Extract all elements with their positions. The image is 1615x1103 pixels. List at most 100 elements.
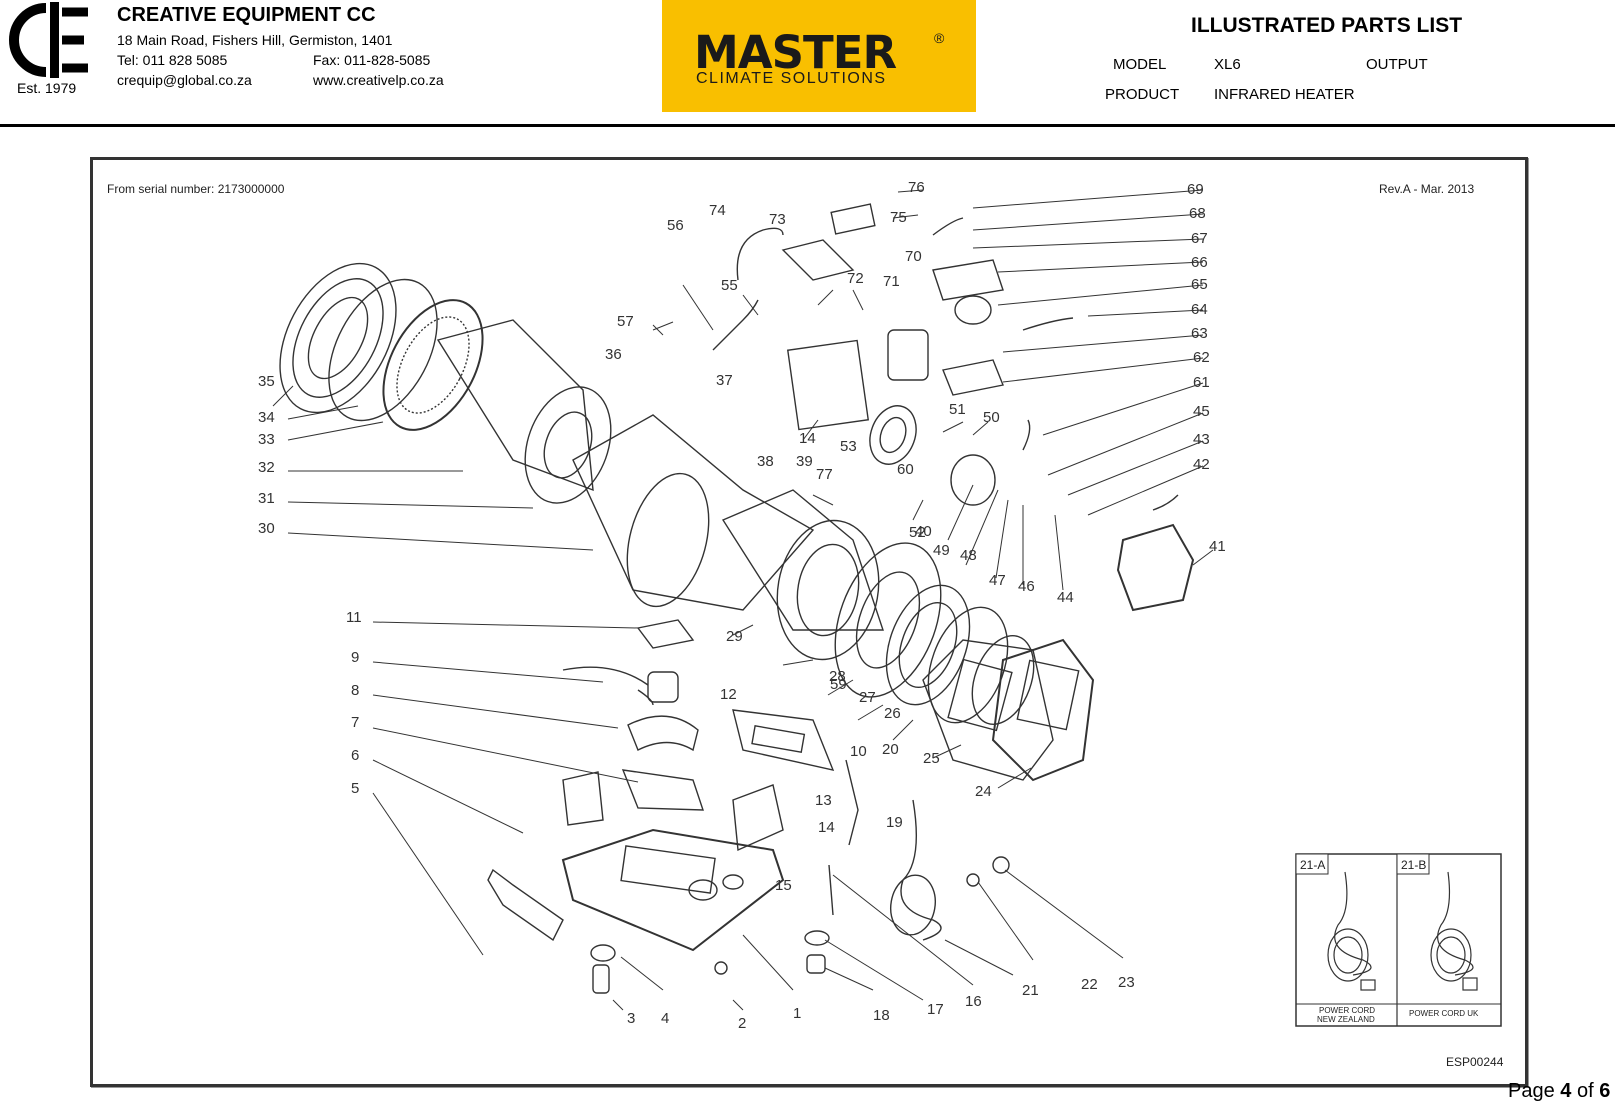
company-email: crequip@global.co.za — [117, 72, 252, 88]
part-number-22: 22 — [1081, 976, 1098, 993]
part-number-19: 19 — [886, 814, 903, 831]
page-total: 6 — [1599, 1080, 1611, 1102]
ce-logo — [9, 2, 88, 78]
part-number-31: 31 — [258, 490, 275, 507]
part-number-62: 62 — [1193, 349, 1210, 366]
part-number-27: 27 — [859, 689, 876, 706]
leader-lines — [272, 189, 1214, 1011]
master-brand-logo: MASTER ® CLIMATE SOLUTIONS — [662, 0, 976, 112]
part-number-46: 46 — [1018, 578, 1035, 595]
part-number-45: 45 — [1193, 403, 1210, 420]
inset-caption-a1: POWER CORD — [1319, 1006, 1375, 1015]
part-number-48: 48 — [960, 547, 977, 564]
part-number-43: 43 — [1193, 431, 1210, 448]
inset-label-21a: 21-A — [1300, 858, 1325, 872]
part-number-41: 41 — [1209, 538, 1226, 555]
part-number-36: 36 — [605, 346, 622, 363]
inset-caption-a2: NEW ZEALAND — [1317, 1015, 1375, 1024]
part-number-20: 20 — [882, 741, 899, 758]
drawing-code: ESP00244 — [1446, 1055, 1504, 1069]
part-number-14: 14 — [799, 430, 816, 447]
part-number-5: 5 — [351, 780, 359, 797]
product-value: INFRARED HEATER — [1214, 86, 1355, 103]
heater-parts-illustration — [279, 203, 1195, 994]
company-website: www.creativelp.co.za — [313, 72, 444, 88]
part-number-44: 44 — [1057, 589, 1074, 606]
part-number-60: 60 — [897, 461, 914, 478]
part-number-68: 68 — [1189, 205, 1206, 222]
part-number-18: 18 — [873, 1007, 890, 1024]
part-number-71: 71 — [883, 273, 900, 290]
output-label: OUTPUT — [1366, 56, 1428, 73]
page-of: of — [1571, 1080, 1600, 1102]
part-number-8: 8 — [351, 682, 359, 699]
part-number-57: 57 — [617, 313, 634, 330]
parts-diagram-frame: From serial number: 2173000000 Rev.A - M… — [90, 157, 1528, 1087]
part-number-47: 47 — [989, 572, 1006, 589]
diagram-labels: 21-A 21-B POWER CORD NEW ZEALAND POWER C… — [258, 179, 1479, 1032]
part-number-38: 38 — [757, 453, 774, 470]
document-title: ILLUSTRATED PARTS LIST — [1191, 14, 1463, 37]
part-number-23: 23 — [1118, 974, 1135, 991]
page-prefix: Page — [1508, 1080, 1561, 1102]
company-name: CREATIVE EQUIPMENT CC — [117, 4, 376, 26]
part-number-6: 6 — [351, 747, 359, 764]
revision-note: Rev.A - Mar. 2013 — [1379, 182, 1475, 196]
established-year: Est. 1979 — [17, 80, 77, 96]
company-address: 18 Main Road, Fishers Hill, Germiston, 1… — [117, 32, 393, 48]
part-number-74: 74 — [709, 202, 726, 219]
brand-tagline: CLIMATE SOLUTIONS — [696, 70, 887, 87]
part-number-3: 3 — [627, 1010, 635, 1027]
part-number-37: 37 — [716, 372, 733, 389]
inset-caption-b: POWER CORD UK — [1409, 1009, 1479, 1018]
part-number-30: 30 — [258, 520, 275, 537]
part-number-66: 66 — [1191, 254, 1208, 271]
header-divider — [0, 124, 1615, 127]
part-number-24: 24 — [975, 783, 992, 800]
model-value: XL6 — [1214, 56, 1241, 73]
part-number-52: 52 — [909, 524, 926, 541]
part-number-13: 13 — [815, 792, 832, 809]
part-number-28: 28 — [829, 668, 846, 685]
part-number-17: 17 — [927, 1001, 944, 1018]
part-number-73: 73 — [769, 211, 786, 228]
part-number-15: 15 — [775, 877, 792, 894]
part-number-39: 39 — [796, 453, 813, 470]
part-number-26: 26 — [884, 705, 901, 722]
part-number-75: 75 — [890, 209, 907, 226]
part-number-56: 56 — [667, 217, 684, 234]
part-number-32: 32 — [258, 459, 275, 476]
part-number-51: 51 — [949, 401, 966, 418]
part-number-21: 21 — [1022, 982, 1039, 999]
part-number-50: 50 — [983, 409, 1000, 426]
part-number-7: 7 — [351, 714, 359, 731]
part-number-42: 42 — [1193, 456, 1210, 473]
part-number-76: 76 — [908, 179, 925, 196]
company-fax: Fax: 011-828-5085 — [313, 52, 431, 68]
part-number-11: 11 — [346, 609, 362, 626]
part-number-53: 53 — [840, 438, 857, 455]
part-number-63: 63 — [1191, 325, 1208, 342]
part-number-61: 61 — [1193, 374, 1210, 391]
part-number-12: 12 — [720, 686, 737, 703]
page-header: Est. 1979 CREATIVE EQUIPMENT CC 18 Main … — [0, 0, 1615, 126]
part-number-77: 77 — [816, 466, 833, 483]
part-number-59: 59 — [830, 676, 847, 693]
part-number-35: 35 — [258, 373, 275, 390]
part-number-64: 64 — [1191, 301, 1208, 318]
part-number-34: 34 — [258, 409, 275, 426]
part-number-33: 33 — [258, 431, 275, 448]
exploded-view-diagram — [272, 189, 1502, 1027]
part-number-16: 16 — [965, 993, 982, 1010]
brand-name: MASTER — [694, 26, 897, 79]
model-label: MODEL — [1113, 56, 1167, 73]
serial-note: From serial number: 2173000000 — [107, 182, 285, 196]
part-number-25: 25 — [923, 750, 940, 767]
power-cord-inset — [1295, 853, 1502, 1027]
part-number-10: 10 — [850, 743, 867, 760]
part-number-49: 49 — [933, 542, 950, 559]
part-number-40: 40 — [915, 523, 932, 540]
part-number-69: 69 — [1187, 181, 1204, 198]
part-number-55: 55 — [721, 277, 738, 294]
